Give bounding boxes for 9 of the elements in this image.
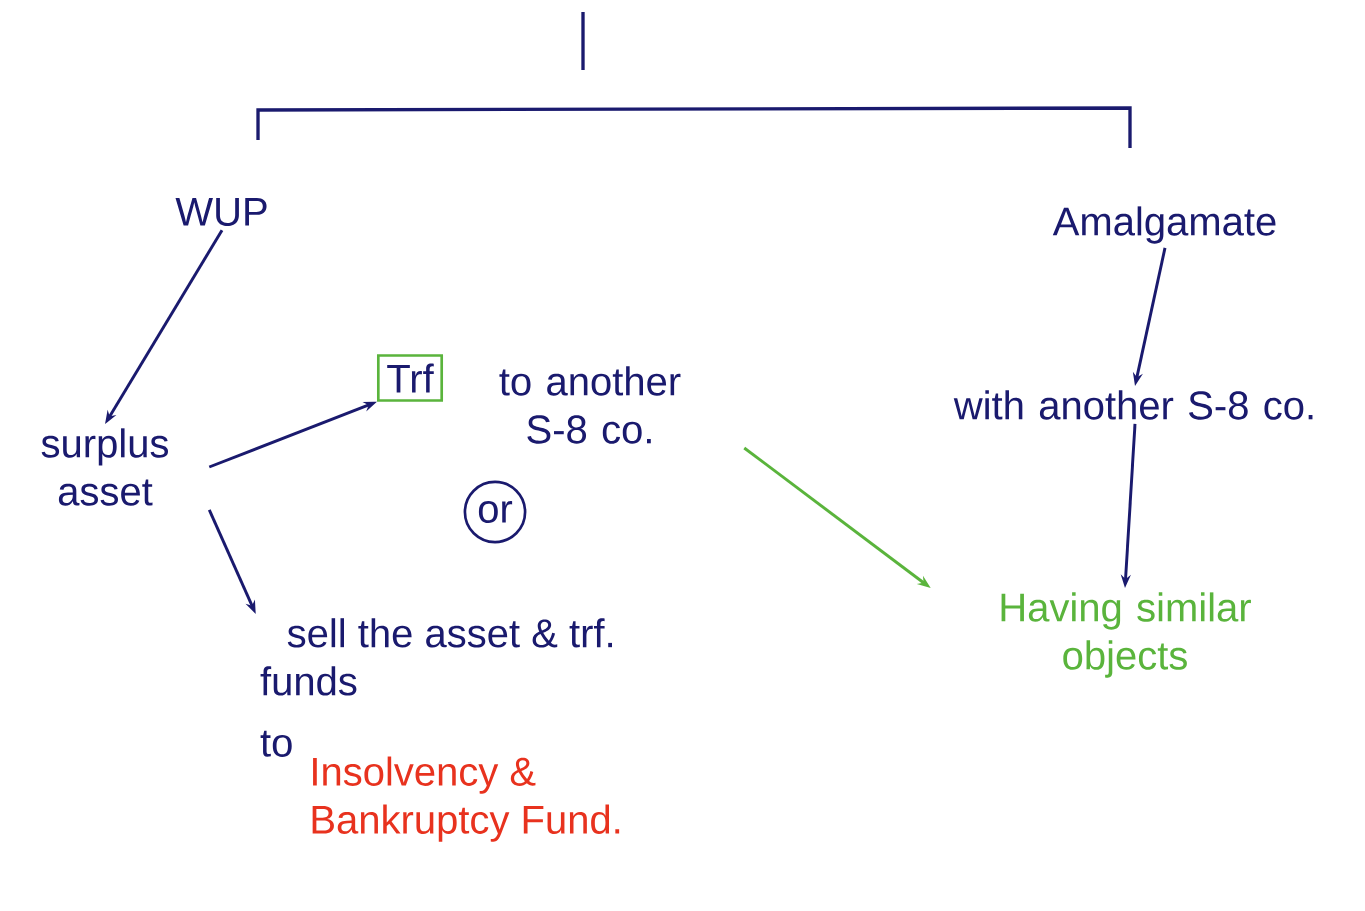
highlight-text: Having similar objects bbox=[1001, 592, 1251, 678]
boxed-text: Trf bbox=[377, 354, 444, 402]
heading-text: Amalgamate bbox=[1052, 206, 1276, 244]
item-text: to another S-8 co. bbox=[499, 366, 681, 444]
item-text: surplus asset bbox=[41, 428, 168, 506]
item-text: with another S-8 co. bbox=[953, 390, 1313, 420]
item-text: sell the asset & trf. funds to Insolvency & Bankruptcy Fund. bbox=[260, 618, 620, 842]
circled-text: or bbox=[463, 480, 527, 544]
heading-text: WUP bbox=[175, 198, 267, 226]
